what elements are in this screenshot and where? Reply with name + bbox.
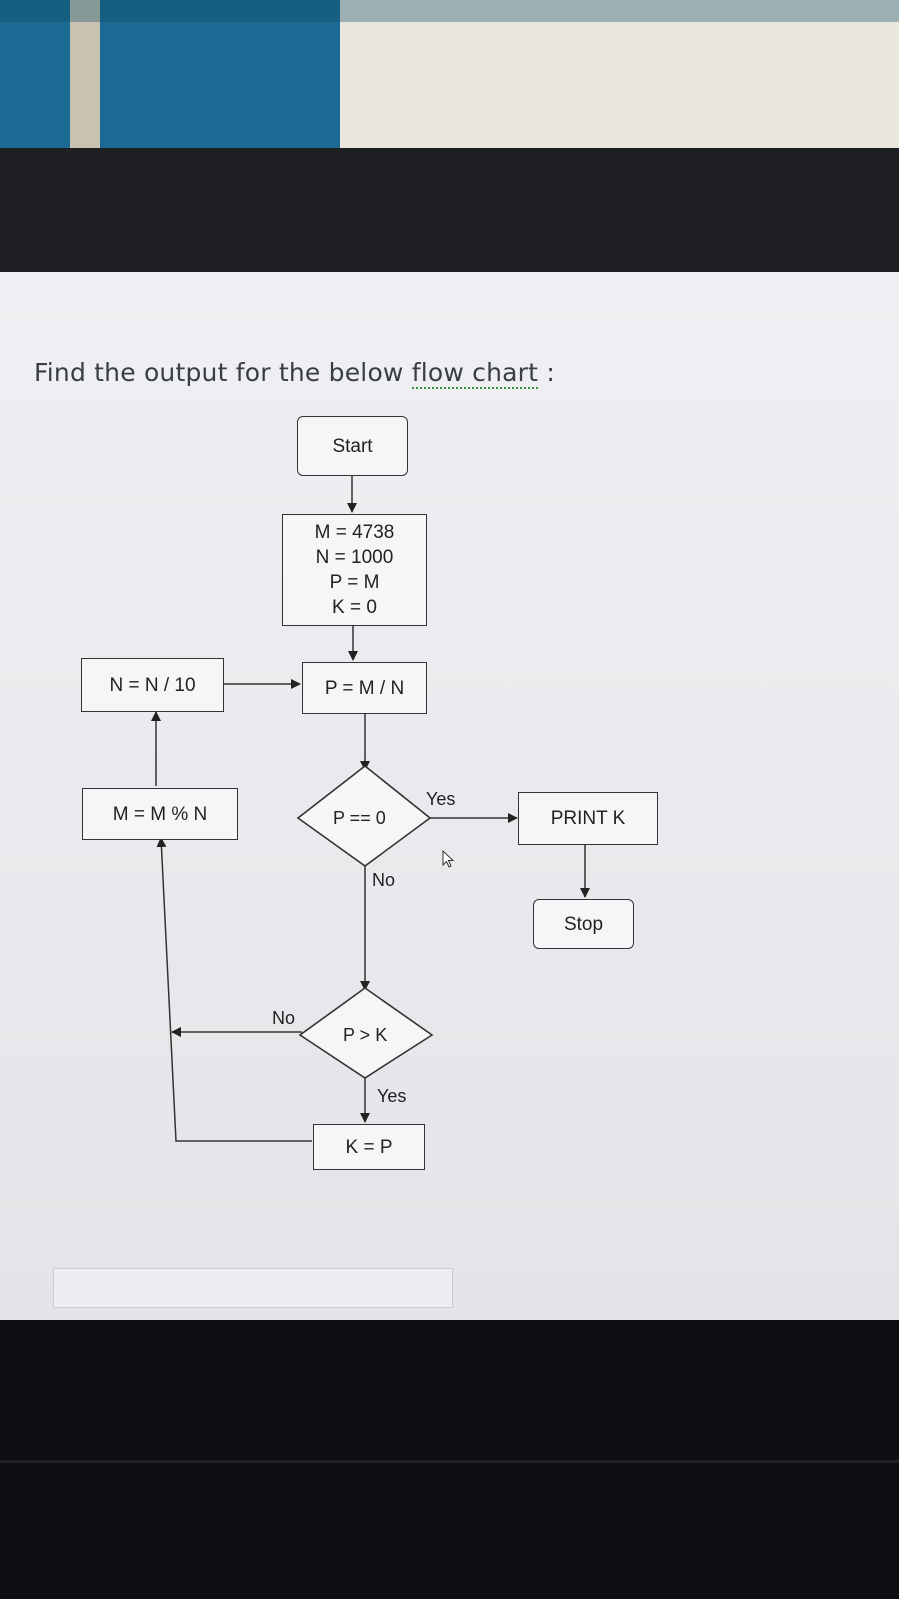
node-assign-k: K = P (313, 1124, 425, 1170)
arrow-assign-mupdate (156, 837, 312, 1142)
background-blue-panel (0, 0, 340, 150)
label-gt-no: No (272, 1008, 296, 1028)
init-p: P = M (329, 572, 380, 593)
diamond-cond-gt (298, 987, 434, 1079)
node-n-update: N = N / 10 (81, 658, 224, 712)
cond-zero-label: P == 0 (333, 808, 386, 828)
question-suffix: : (538, 358, 555, 387)
node-start-label: Start (332, 435, 373, 457)
laptop-bezel-bottom (0, 1320, 899, 1599)
node-stop: Stop (533, 899, 634, 949)
init-n: N = 1000 (315, 547, 394, 568)
node-start: Start (297, 416, 408, 476)
mouse-cursor-icon (442, 850, 455, 868)
label-zero-no: No (372, 870, 396, 890)
question-highlight: flow chart (411, 358, 539, 389)
cond-gt-label: P > K (343, 1025, 388, 1045)
node-assign-k-label: K = P (345, 1136, 393, 1158)
laptop-bezel-top (0, 148, 899, 273)
node-n-update-label: N = N / 10 (109, 674, 196, 696)
node-m-update: M = M % N (82, 788, 238, 840)
background-stripe (70, 0, 100, 150)
init-m: M = 4738 (314, 522, 395, 543)
laptop-edge (0, 1460, 899, 1463)
node-stop-label: Stop (563, 913, 604, 935)
node-divide-label: P = M / N (324, 677, 405, 699)
node-m-update-label: M = M % N (112, 803, 208, 825)
node-divide: P = M / N (302, 662, 427, 714)
node-print-label: PRINT K (550, 808, 626, 829)
label-gt-yes: Yes (377, 1086, 407, 1106)
diamond-cond-zero (296, 764, 432, 867)
init-k: K = 0 (332, 597, 377, 618)
question-prefix: Find the output for the below (34, 358, 412, 387)
node-initialize: M = 4738 N = 1000 P = M K = 0 (282, 514, 427, 626)
question-text: Find the output for the below flow chart… (34, 358, 555, 389)
node-print: PRINT K (518, 792, 658, 845)
background-shadow (0, 0, 899, 22)
label-zero-yes: Yes (426, 789, 456, 809)
answer-input[interactable] (53, 1268, 453, 1308)
